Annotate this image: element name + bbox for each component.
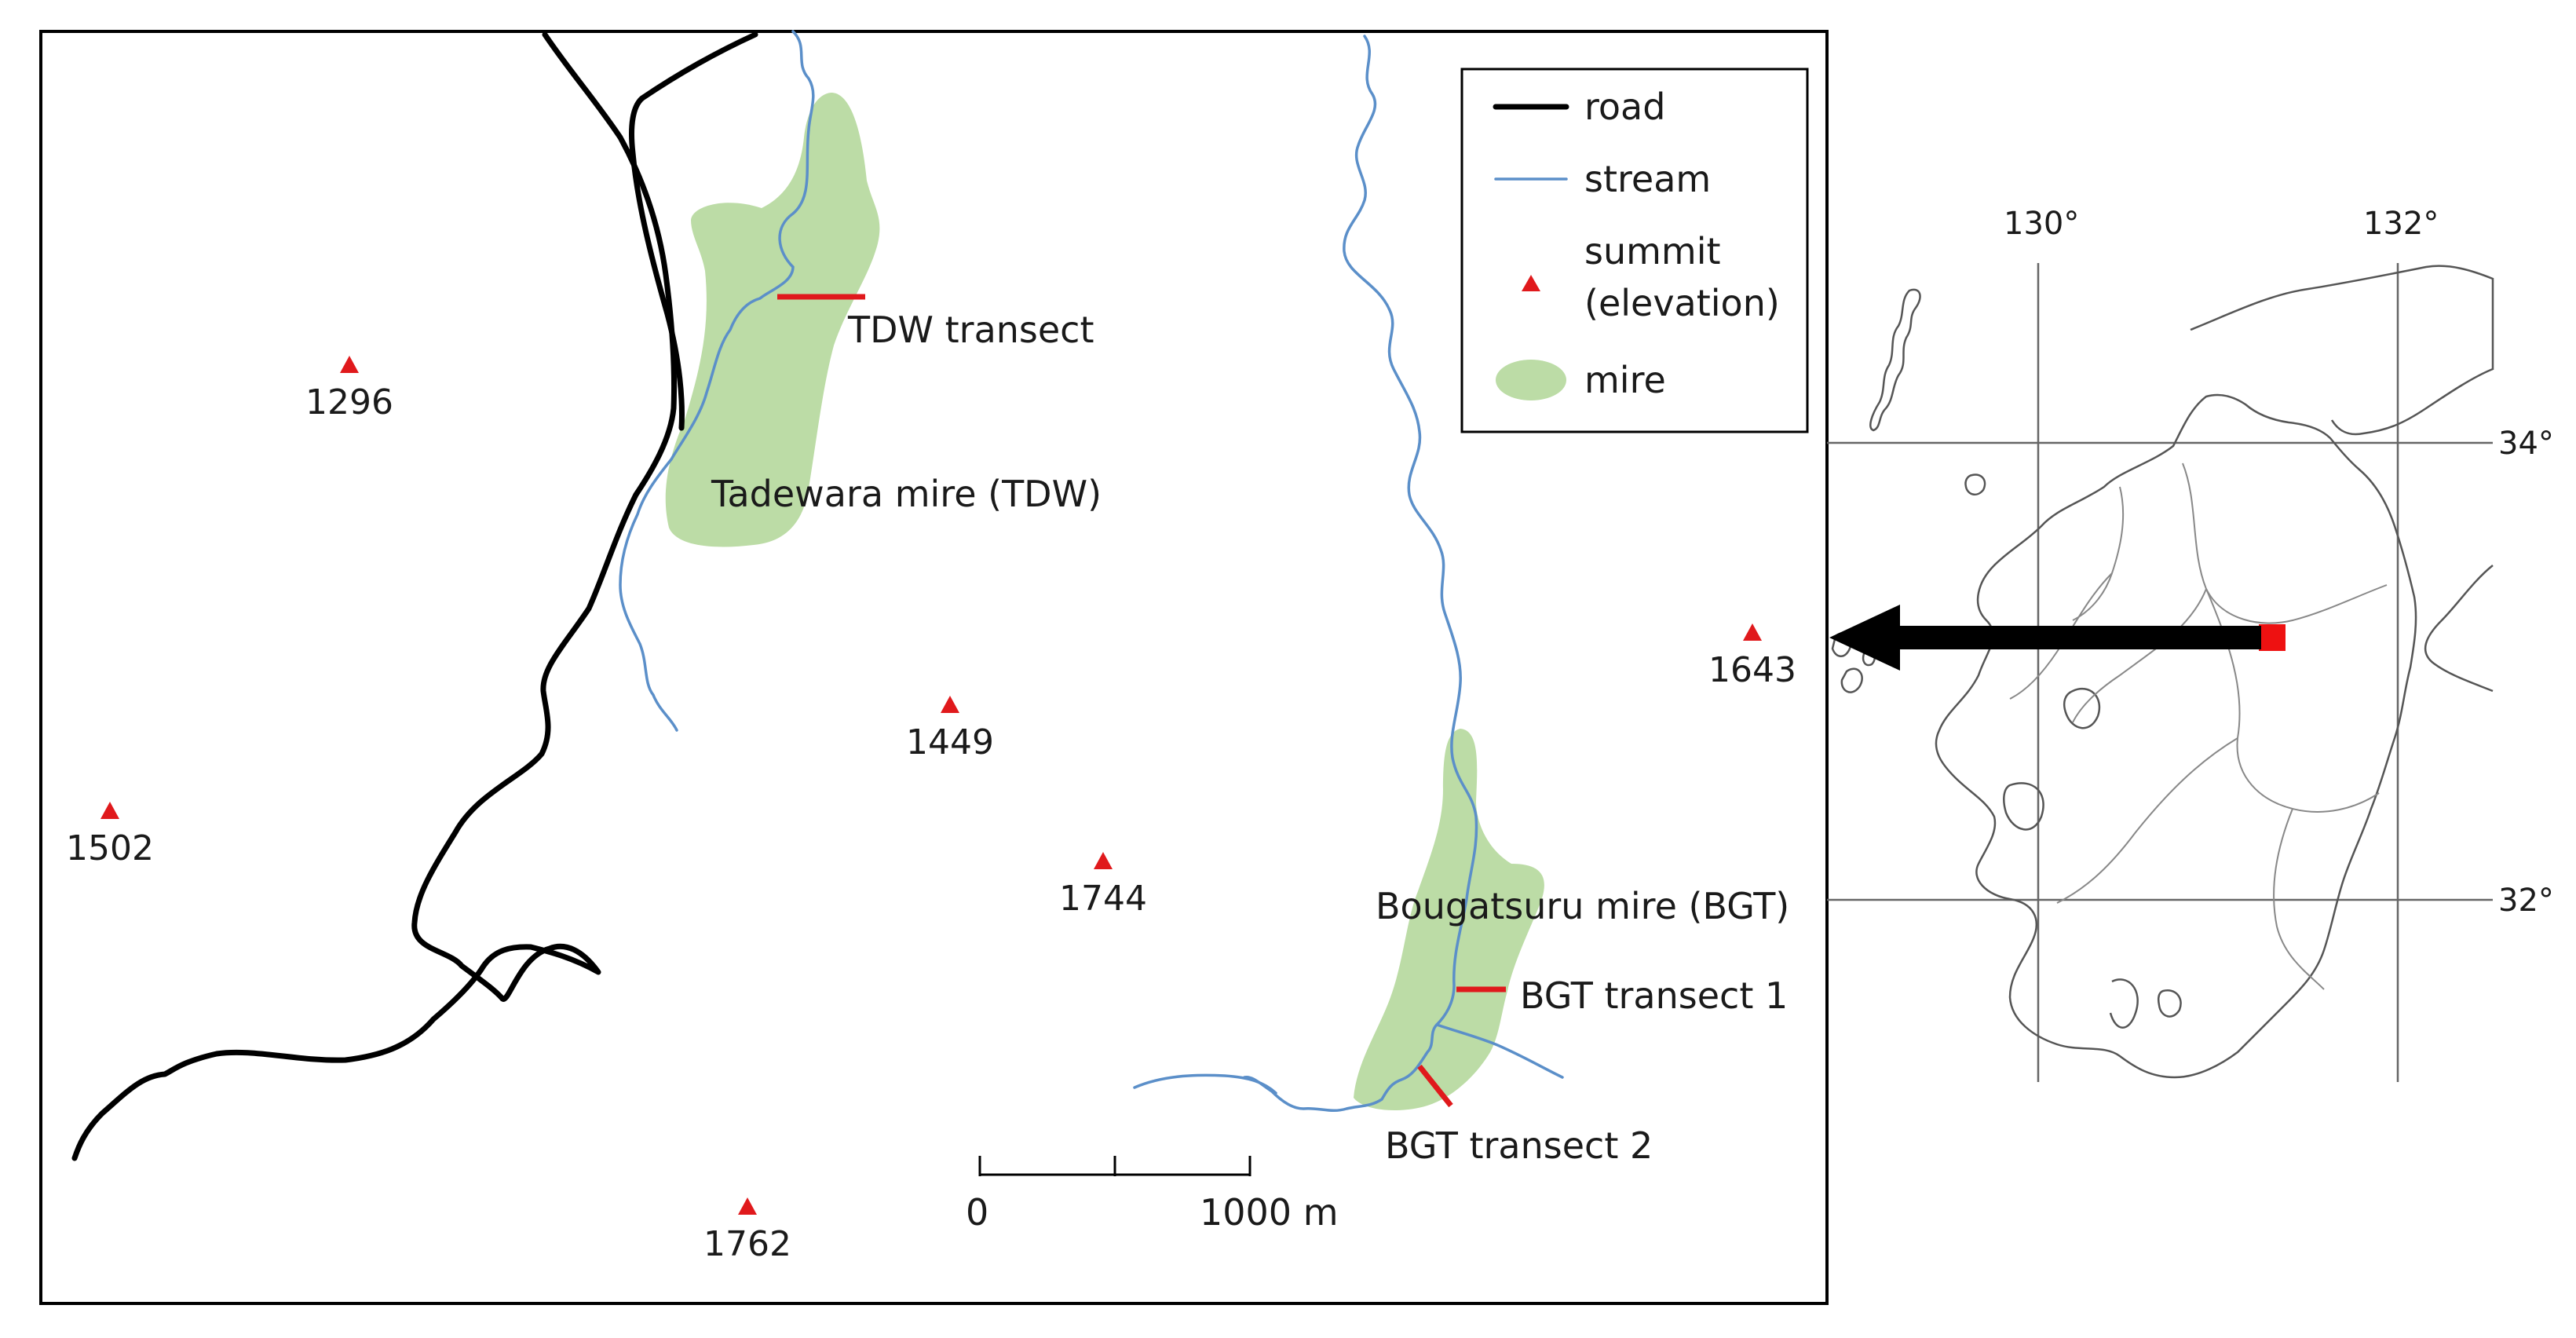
summit-elevation-label: 1296 [305, 382, 393, 422]
legend-summit-label-1: summit [1584, 230, 1721, 272]
bougatsuru-mire-area [1354, 729, 1544, 1110]
summit-elevation-label: 1502 [66, 828, 154, 868]
summit-elevation-label: 1449 [906, 722, 994, 762]
inset-lat-34-label: 34° [2498, 426, 2554, 462]
scale-bar [978, 1156, 1251, 1176]
summit-marker [941, 696, 959, 713]
inset-lon-130-label: 130° [2004, 206, 2079, 242]
legend-mire-swatch [1496, 360, 1566, 400]
legend-mire-label: mire [1584, 359, 1666, 401]
summit-marker [738, 1197, 757, 1215]
inset-lat-32-label: 32° [2498, 883, 2554, 919]
study-location-marker [2259, 624, 2286, 651]
bgt-transect-2-label: BGT transect 2 [1385, 1124, 1653, 1167]
inset-map [1827, 263, 2494, 1082]
stream-bgt-main [1243, 35, 1478, 1112]
inset-coastlines [1831, 265, 2494, 1079]
legend-stream-label: stream [1584, 158, 1711, 200]
tdw-transect-label: TDW transect [847, 309, 1094, 351]
inset-graticule [1827, 263, 2493, 1082]
road-west [71, 31, 677, 1161]
stream-tdw [619, 30, 815, 732]
summit-elevation-label: 1762 [703, 1224, 791, 1264]
inset-lon-132-label: 132° [2363, 206, 2439, 242]
inset-prefecture-boundaries [2009, 462, 2388, 990]
stream-bgt-east [1435, 1023, 1564, 1079]
legend-summit-label-2: (elevation) [1584, 282, 1780, 324]
bougatsuru-mire-label: Bougatsuru mire (BGT) [1376, 885, 1789, 927]
legend-road-label: road [1584, 86, 1665, 128]
summit-marker [340, 356, 359, 373]
summit-elevation-label: 1744 [1059, 879, 1147, 919]
tadewara-mire-label: Tadewara mire (TDW) [711, 473, 1102, 515]
stream-bgt-west [1133, 1073, 1277, 1095]
scale-bar-end-label: 1000 m [1200, 1191, 1339, 1234]
summit-marker [1094, 852, 1113, 869]
bgt-transect-1-label: BGT transect 1 [1520, 974, 1788, 1017]
summit-elevation-label: 1643 [1708, 650, 1796, 690]
bgt-transect-2-line [1417, 1064, 1453, 1108]
summit-marker [100, 802, 119, 819]
location-arrow [1829, 605, 2261, 671]
scale-bar-zero-label: 0 [966, 1191, 988, 1234]
summit-markers: 1296 1449 1502 1744 1643 1762 [66, 356, 1796, 1264]
summit-marker [1743, 623, 1762, 641]
tadewara-mire-area [665, 93, 880, 547]
legend-summit-swatch [1522, 275, 1540, 291]
road-east [629, 31, 758, 431]
